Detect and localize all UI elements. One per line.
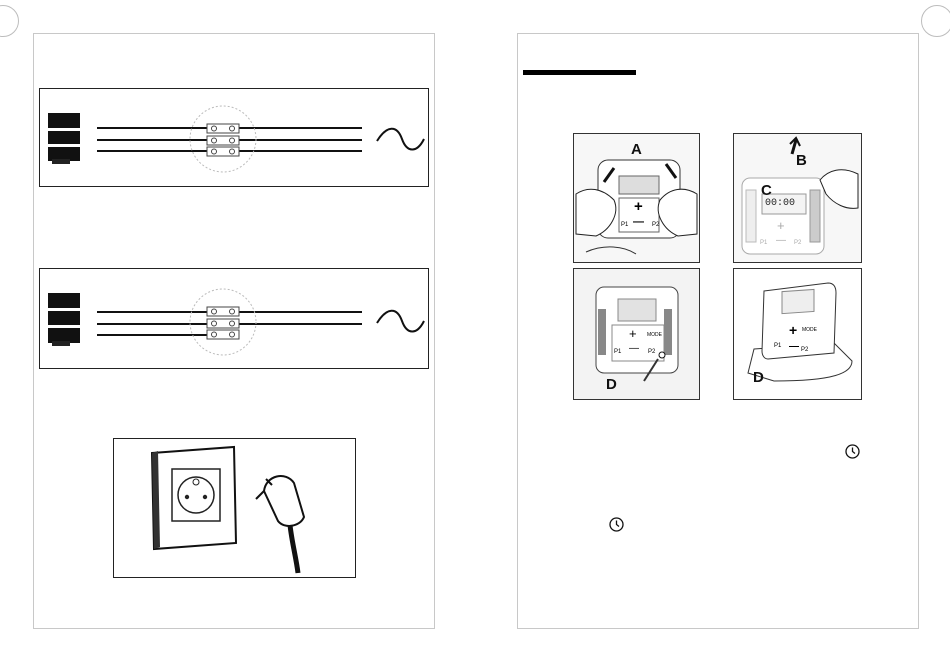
plus-button-label: + bbox=[634, 198, 643, 215]
p1-button-label: P1 bbox=[614, 349, 621, 355]
clock-icon bbox=[609, 517, 624, 532]
terminal-block bbox=[207, 307, 239, 339]
wiring-diagram-2 bbox=[39, 268, 429, 369]
wiring-diagram-2-art bbox=[40, 269, 428, 368]
towel-radiator-icon bbox=[48, 113, 80, 164]
left-corner-mark bbox=[0, 5, 19, 37]
ac-symbol bbox=[377, 311, 424, 332]
minus-button-label: — bbox=[629, 343, 639, 354]
p2-button-label: P2 bbox=[801, 347, 808, 353]
label-d-wall: D bbox=[606, 376, 617, 393]
label-d-stand: D bbox=[753, 369, 764, 386]
minus-button-label: — bbox=[633, 216, 644, 228]
p2-button-label: P2 bbox=[652, 222, 659, 228]
section-heading-bar bbox=[523, 70, 636, 75]
ac-symbol bbox=[377, 129, 424, 150]
socket-and-plug-art bbox=[114, 439, 355, 577]
right-corner-mark bbox=[921, 5, 950, 37]
mode-button-label: MODE bbox=[647, 332, 662, 338]
socket-and-plug-illustration bbox=[113, 438, 356, 578]
mode-button-label: MODE bbox=[802, 327, 817, 333]
illustration-bc-battery: B C 00:00 + — P1 P2 bbox=[733, 133, 862, 263]
minus-button-label: — bbox=[789, 341, 799, 352]
illustration-d-stand: D + — P1 P2 MODE bbox=[733, 268, 862, 400]
plus-button-label: + bbox=[629, 326, 637, 341]
towel-radiator-icon bbox=[48, 293, 80, 346]
p2-button-label: P2 bbox=[648, 349, 655, 355]
minus-button-label: — bbox=[776, 235, 786, 246]
power-plug-icon bbox=[256, 476, 304, 573]
p1-button-label: P1 bbox=[621, 222, 628, 228]
terminal-block bbox=[207, 124, 239, 156]
label-b: B bbox=[796, 152, 807, 169]
plus-button-label: + bbox=[789, 322, 797, 338]
illustration-a-remove-cover: A + — P1 P2 bbox=[573, 133, 700, 263]
wiring-diagram-1-art bbox=[40, 89, 428, 186]
p2-button-label: P2 bbox=[794, 240, 801, 246]
plus-button-label: + bbox=[777, 218, 785, 233]
wall-socket-icon bbox=[152, 447, 236, 549]
clock-icon bbox=[845, 444, 860, 459]
label-a: A bbox=[631, 141, 642, 158]
p1-button-label: P1 bbox=[774, 343, 781, 349]
illustration-d-wall-mount: D + — P1 P2 MODE bbox=[573, 268, 700, 400]
wiring-diagram-1 bbox=[39, 88, 429, 187]
p1-button-label: P1 bbox=[760, 240, 767, 246]
display-time: 00:00 bbox=[765, 198, 795, 209]
label-c: C bbox=[761, 182, 772, 199]
